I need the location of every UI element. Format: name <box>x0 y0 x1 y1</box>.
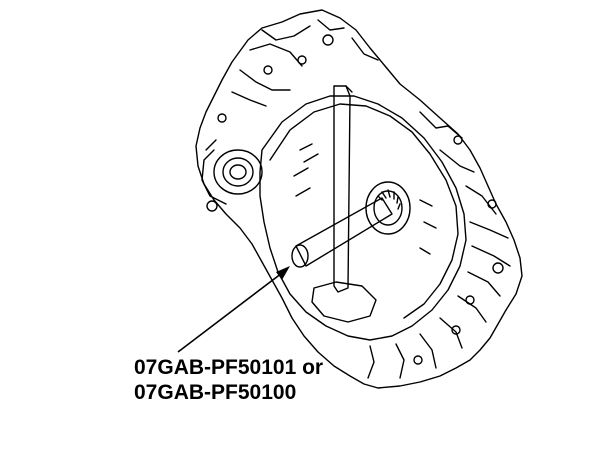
housing-outline <box>195 9 523 389</box>
tool-part-number-label: 07GAB-PF50101 or 07GAB-PF50100 <box>134 355 323 405</box>
lower-pocket <box>311 281 377 323</box>
flange-rim <box>269 103 459 319</box>
leader-arrow <box>177 266 290 353</box>
tool-shaft-end <box>291 244 309 268</box>
bell-housing-face <box>259 95 467 341</box>
part-number-line-2: 07GAB-PF50100 <box>134 381 297 404</box>
tool-shaft <box>295 197 393 267</box>
bearing-boss-inner <box>222 157 254 187</box>
part-number-line-1: 07GAB-PF50101 or <box>134 356 324 379</box>
shaft-collar <box>365 181 411 235</box>
bearing-boss-outer <box>213 149 263 195</box>
tool-handle <box>333 85 351 293</box>
